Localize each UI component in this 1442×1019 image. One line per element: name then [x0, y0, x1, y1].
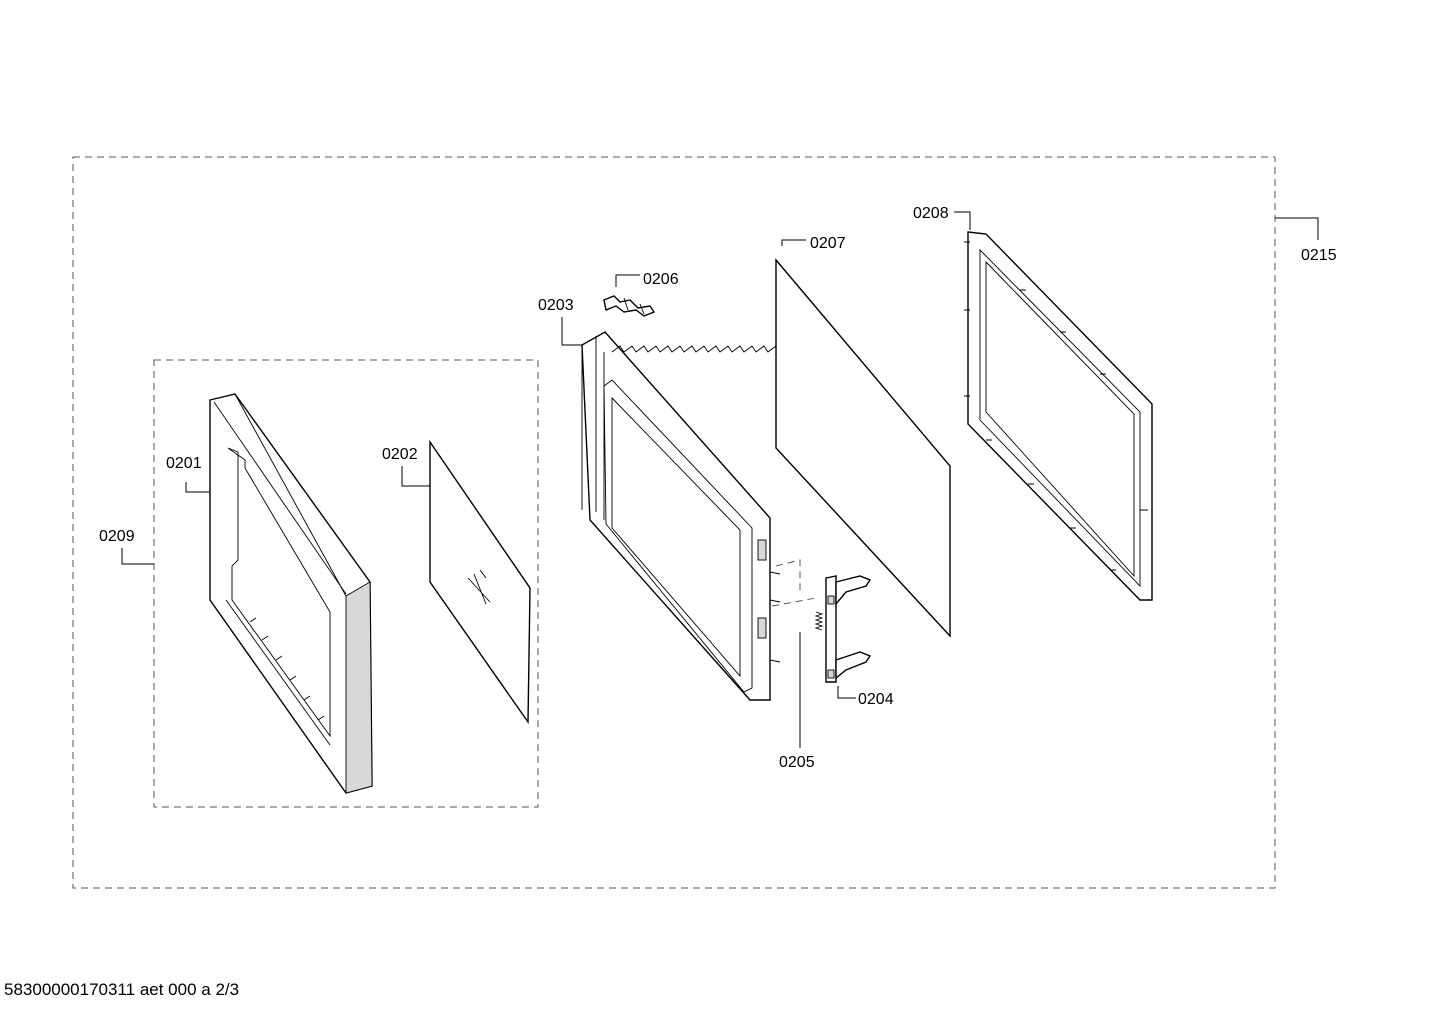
label-0201: 0201: [166, 455, 202, 472]
part-0208-rear-frame: [964, 231, 1153, 601]
part-0205-spring: [771, 559, 824, 631]
label-0206: 0206: [643, 271, 679, 288]
assembly-boundary-0209: [153, 359, 539, 808]
leader-lines: [121, 211, 1319, 748]
part-0206-hinge-bracket: [603, 295, 656, 317]
part-0202-glass-pane: [429, 439, 531, 725]
label-0203: 0203: [538, 297, 574, 314]
label-0205: 0205: [779, 754, 815, 771]
drawing-reference-number: 58300000170311 aet 000 a 2/3: [4, 980, 240, 999]
part-0207-glass-panel: [775, 258, 951, 638]
part-labels: 0201 0202 0203 0204 0205 0206 0207 0208 …: [99, 205, 1337, 771]
label-0202: 0202: [382, 446, 418, 463]
part-0203-inner-frame: [581, 331, 817, 701]
label-0204: 0204: [858, 691, 894, 708]
assembly-boundary-0215: [72, 156, 1276, 889]
label-0215: 0215: [1301, 247, 1337, 264]
part-0201-door-frame: [209, 393, 373, 794]
label-0207: 0207: [810, 235, 846, 252]
label-0208: 0208: [913, 205, 949, 222]
part-0204-latch: [825, 575, 872, 683]
label-0209: 0209: [99, 528, 135, 545]
